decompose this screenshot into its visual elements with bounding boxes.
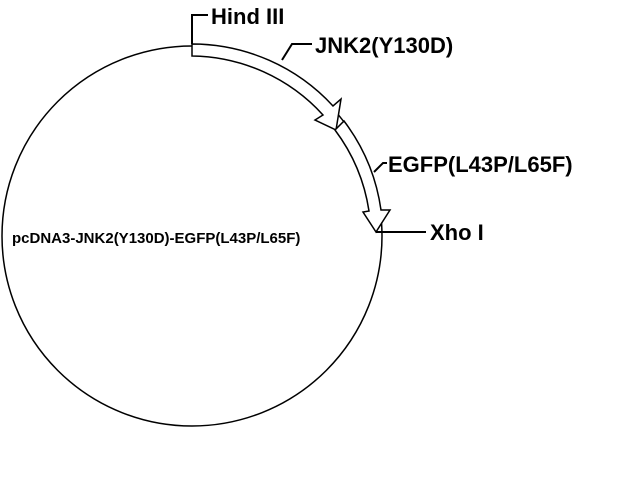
- egfp-leader-line: [373, 162, 387, 173]
- jnk2-label: JNK2(Y130D): [315, 33, 453, 58]
- jnk2-leader-line: [281, 43, 312, 61]
- xho1-label: Xho I: [430, 220, 484, 245]
- egfp-label: EGFP(L43P/L65F): [388, 152, 573, 177]
- jnk2-segment-arrow: [191, 43, 343, 132]
- plasmid-name: pcDNA3-JNK2(Y130D)-EGFP(L43P/L65F): [12, 230, 300, 247]
- egfp-segment-arrow: [334, 119, 392, 234]
- hind3-site-marker: [191, 14, 208, 44]
- hind3-label: Hind III: [211, 4, 284, 29]
